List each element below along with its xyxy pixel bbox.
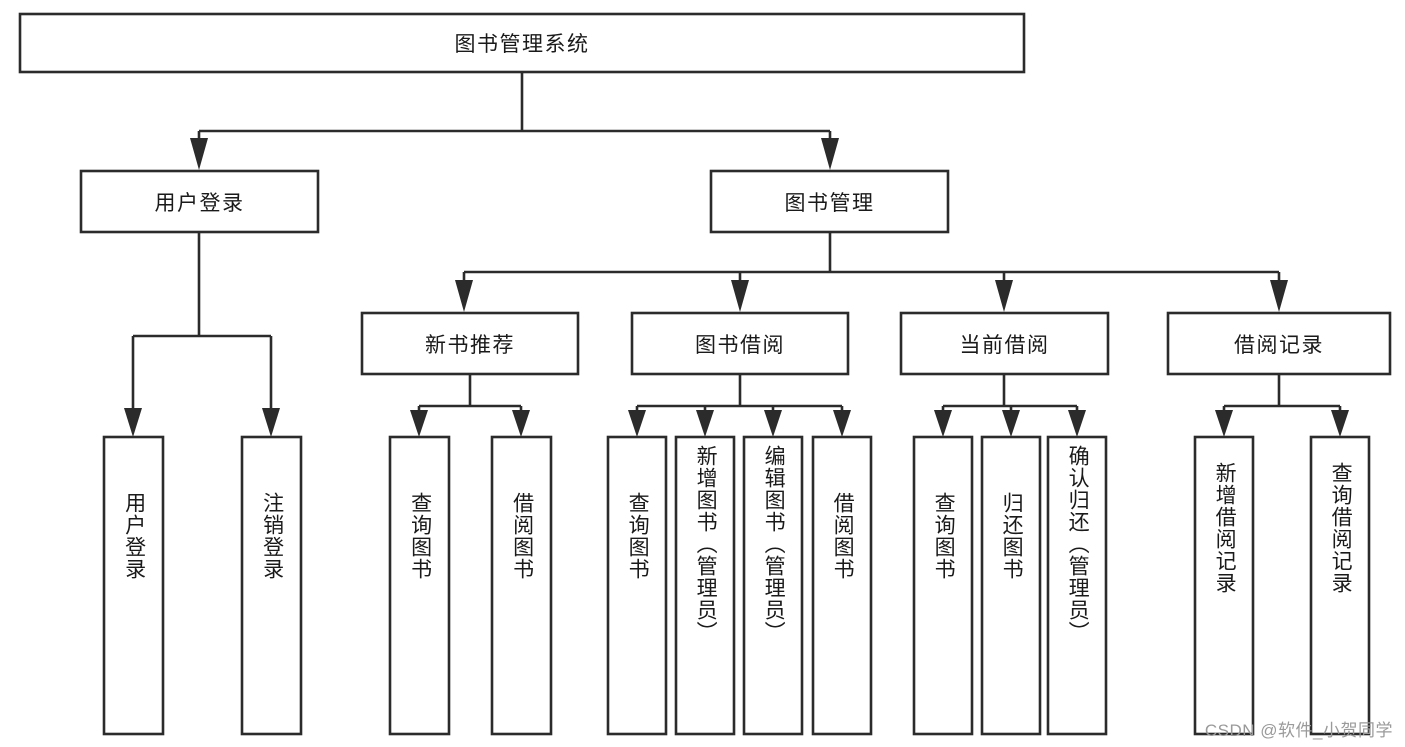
node-box-root[interactable] [18,12,1026,74]
leaf-box-current-return-book[interactable] [980,435,1042,736]
leaf-box-current-confirm-return[interactable] [1046,435,1108,736]
node-box-current-borrow[interactable] [899,311,1110,376]
leaf-box-current-query-book[interactable] [912,435,974,736]
leaf-box-recommend-query-book[interactable] [388,435,451,736]
arrow-head-borrow-leaf-1 [628,410,646,437]
arrow-head-leaf-user-login [124,408,142,437]
arrow-head-current-leaf-2 [1002,410,1020,437]
leaf-box-borrow-query-book[interactable] [606,435,668,736]
leaf-box-record-query[interactable] [1309,435,1371,736]
arrow-head-recommend-leaf-1 [410,410,428,437]
arrow-head-current-borrow [995,280,1013,312]
arrow-head-current-leaf-3 [1068,410,1086,437]
arrow-head-borrow-leaf-3 [764,410,782,437]
arrow-head-borrow-leaf-2 [696,410,714,437]
arrow-head-leaf-logout [262,408,280,437]
arrow-head-record-leaf-2 [1331,410,1349,437]
arrow-head-recommend-leaf-2 [512,410,530,437]
arrow-head-user-login [190,138,208,170]
node-box-borrow-record[interactable] [1166,311,1392,376]
arrow-head-borrow-record [1270,280,1288,312]
arrow-head-book-manage [821,138,839,170]
leaf-box-record-add[interactable] [1193,435,1255,736]
leaf-box-logout[interactable] [240,435,303,736]
arrow-head-record-leaf-1 [1215,410,1233,437]
node-box-book-borrow[interactable] [630,311,850,376]
leaf-box-borrow-borrow-book[interactable] [811,435,873,736]
node-box-new-book-recommend[interactable] [360,311,580,376]
node-box-user-login[interactable] [79,169,320,234]
leaf-box-borrow-edit-book[interactable] [742,435,804,736]
arrow-head-borrow-leaf-4 [833,410,851,437]
leaf-box-recommend-borrow-book[interactable] [490,435,553,736]
arrow-head-book-borrow [731,280,749,312]
node-box-book-manage[interactable] [709,169,950,234]
arrow-head-new-book-recommend [455,280,473,312]
arrow-head-current-leaf-1 [934,410,952,437]
leaf-box-borrow-add-book[interactable] [674,435,736,736]
leaf-box-user-login[interactable] [102,435,165,736]
